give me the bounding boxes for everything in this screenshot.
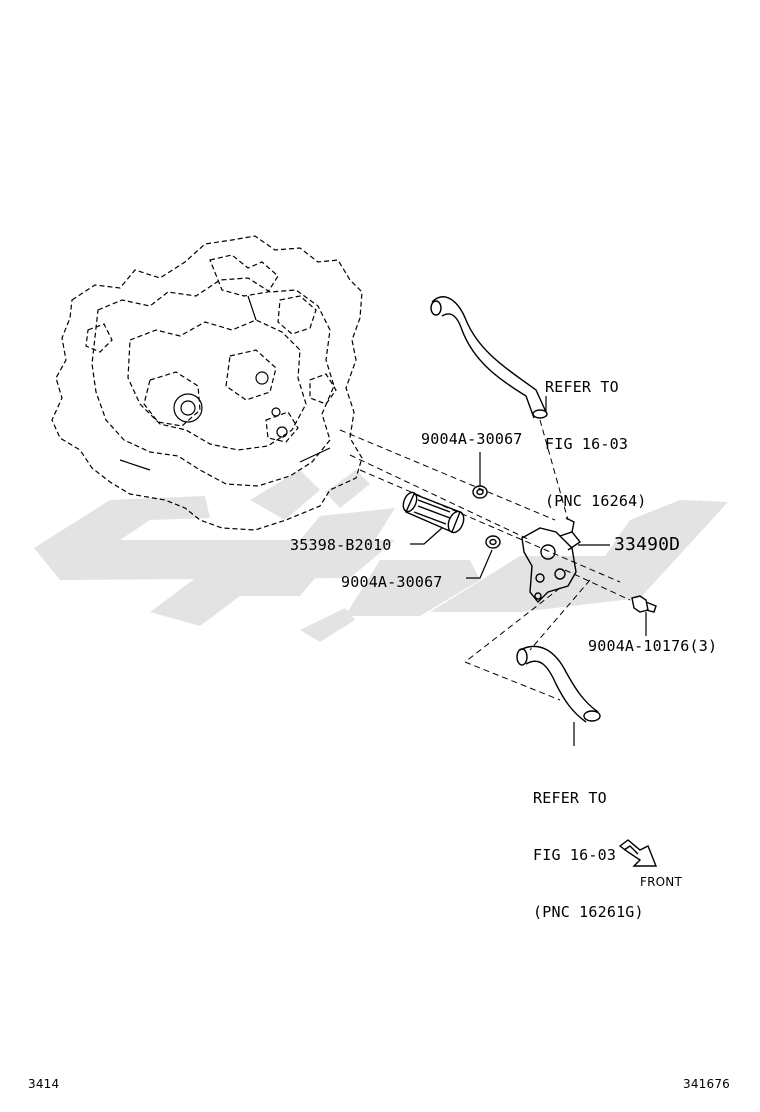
hose-bottom-ref-line-1: REFER TO [533,789,607,807]
transmission-assembly [51,235,363,531]
lower-hose [516,645,601,723]
hose-top-ref-line-1: REFER TO [545,378,619,396]
gasket-bottom [485,535,501,549]
watermark-logo [34,470,728,642]
transmission-detail [119,295,331,471]
bolt [631,595,657,613]
hose-top-ref-line-2: FIG 16-03 [545,435,629,453]
upper-hose [430,296,548,419]
filter-element [402,491,465,534]
part-number-cooler: 33490D [614,534,681,555]
front-arrow-icon [618,839,658,867]
hose-bottom-ref-line-3: (PNC 16261G) [533,903,644,921]
part-number-bolt: 9004A-10176(3) [588,637,718,655]
part-number-gasket-bottom: 9004A-30067 [341,573,443,591]
oil-cooler [521,517,582,604]
footer-left-code: 3414 [28,1077,60,1091]
leader-lines [410,396,647,746]
part-number-filter: 35398-B2010 [290,536,392,554]
part-number-gasket-top: 9004A-30067 [421,430,523,448]
gasket-top [472,485,488,499]
phantom-lines [339,419,631,701]
hose-bottom-ref-line-2: FIG 16-03 [533,846,617,864]
hose-bottom-reference: REFER TO FIG 16-03 (PNC 16261G) [533,751,644,941]
footer-right-code: 341676 [683,1077,731,1091]
hose-top-ref-line-3: (PNC 16264) [545,492,647,510]
hose-top-reference: REFER TO FIG 16-03 (PNC 16264) [545,340,647,530]
front-label: FRONT [640,875,682,889]
